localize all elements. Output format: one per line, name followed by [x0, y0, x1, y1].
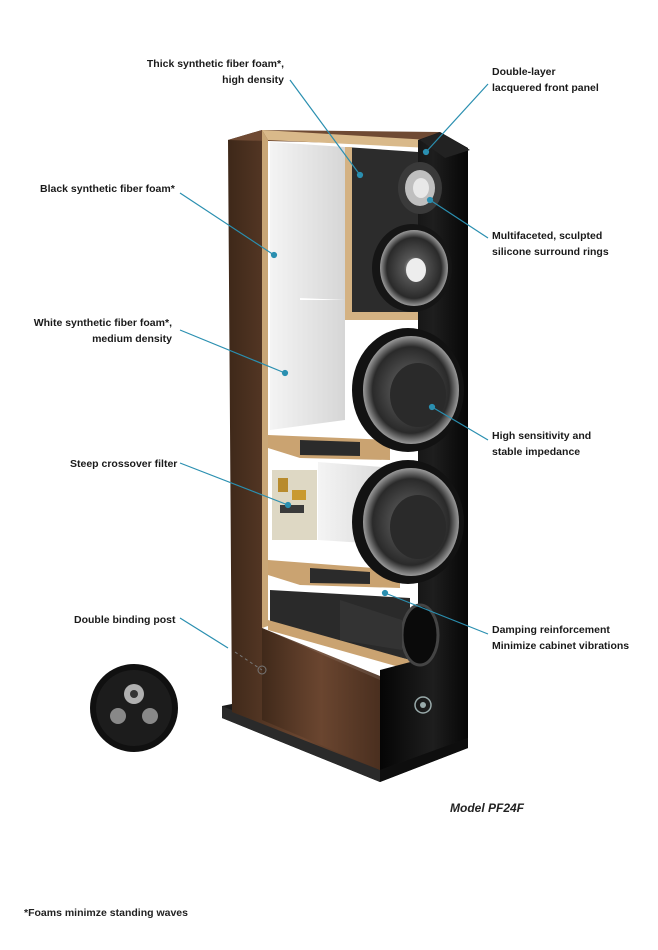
label-sensitivity: High sensitivity and stable impedance: [492, 430, 592, 458]
model-label: Model PF24F: [450, 801, 525, 815]
label-crossover: Steep crossover filter: [70, 458, 178, 470]
footnote: *Foams minimze standing waves: [24, 907, 188, 919]
label-binding-post: Double binding post: [74, 614, 176, 626]
label-surround-rings: Multifaceted, sculpted silicone surround…: [492, 230, 609, 258]
callout-lines: [179, 79, 489, 649]
inset-target-icon: [257, 665, 267, 675]
label-damping: Damping reinforcement Minimize cabinet v…: [492, 624, 630, 652]
label-black-foam: Black synthetic fiber foam*: [40, 183, 175, 195]
label-front-panel: Double-layer lacquered front panel: [492, 66, 599, 94]
mid-driver: [372, 224, 452, 312]
binding-post-inset: [90, 664, 178, 752]
brand-logo-icon: [414, 696, 432, 714]
front-panel: [380, 132, 470, 770]
woofer-upper: [352, 328, 464, 452]
tweeter: [398, 162, 442, 214]
label-white-foam: White synthetic fiber foam*, medium dens…: [33, 317, 172, 345]
woofer-lower: [352, 460, 464, 584]
bass-port: [340, 600, 440, 667]
label-thick-foam: Thick synthetic fiber foam*, high densit…: [146, 58, 284, 86]
